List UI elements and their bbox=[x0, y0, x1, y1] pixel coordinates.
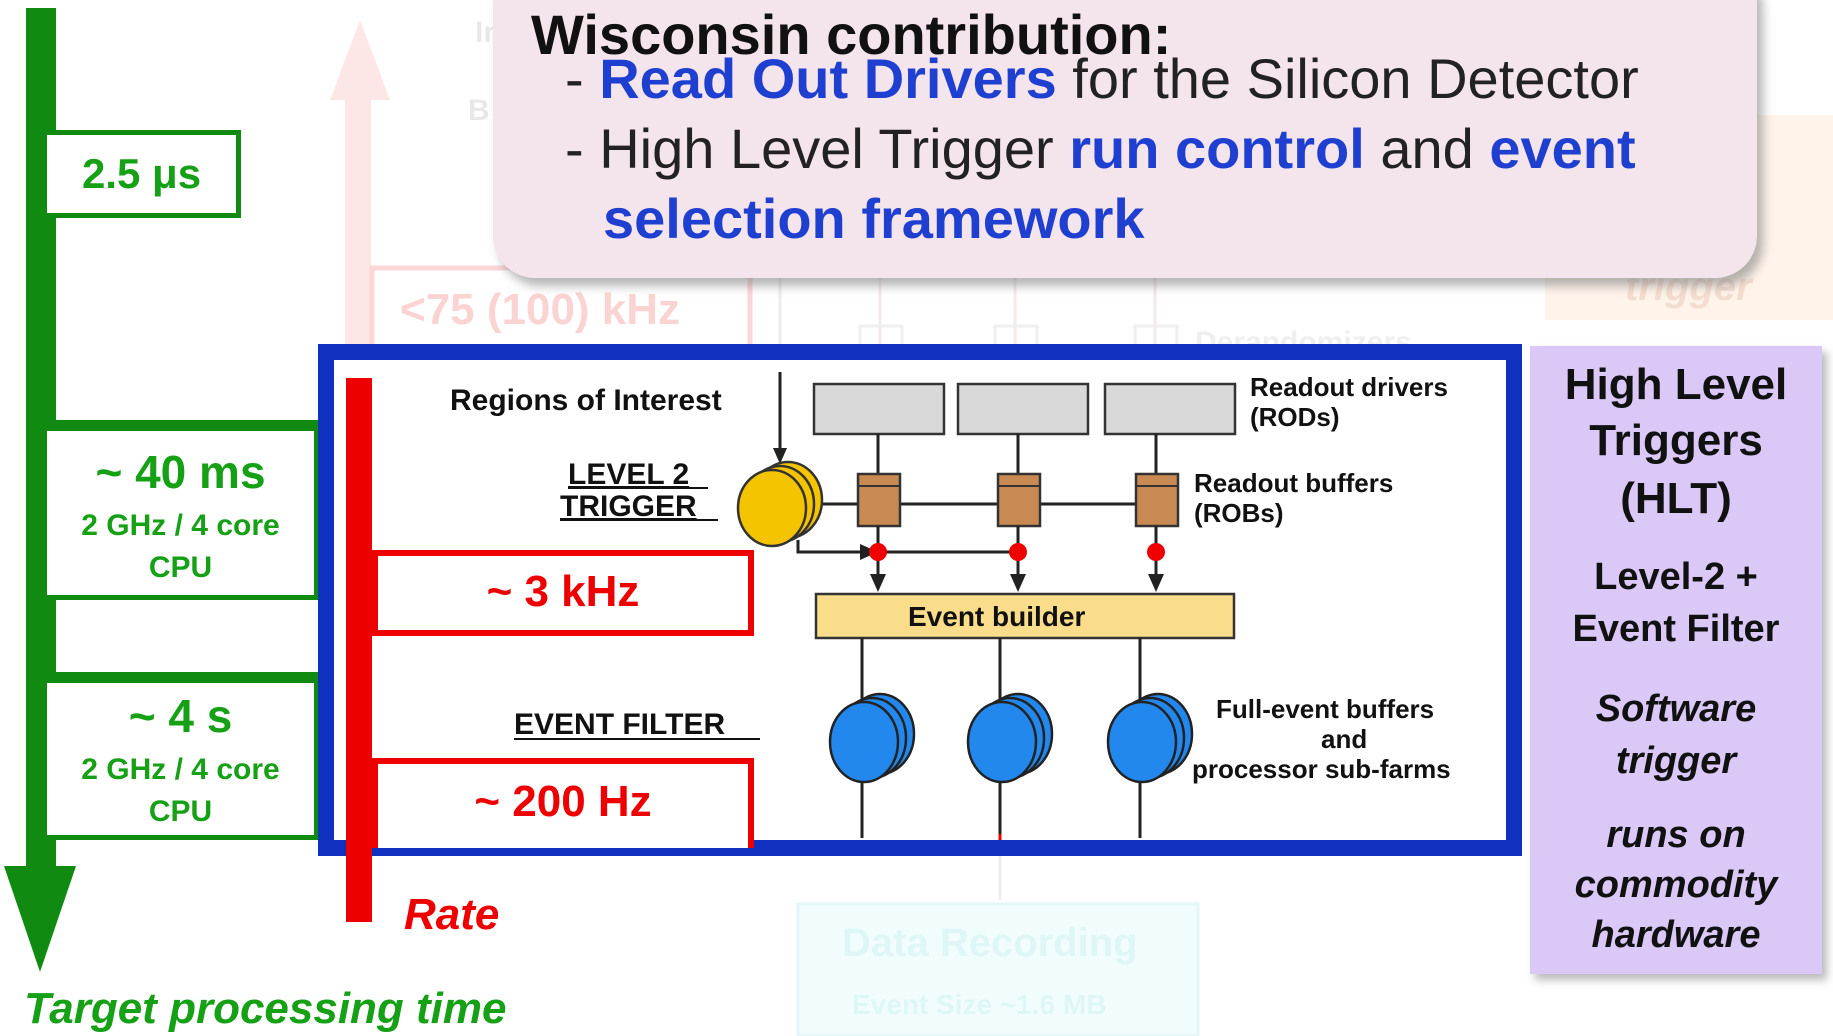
hlt-italic-4: commodity bbox=[1574, 864, 1778, 906]
processing-time-label: Target processing time bbox=[24, 984, 507, 1033]
rob-3 bbox=[1134, 472, 1180, 528]
green-connector-1 bbox=[56, 420, 326, 426]
ef-farm-1 bbox=[828, 692, 916, 784]
label-level2-line2: TRIGGER bbox=[560, 490, 697, 523]
callout-line-3: selection framework bbox=[603, 187, 1145, 250]
ef-farm-2 bbox=[966, 692, 1054, 784]
callout-title: Wisconsin contribution: bbox=[531, 3, 1172, 66]
hlt-sub-1: Level-2 + bbox=[1594, 556, 1758, 598]
rob-2 bbox=[996, 472, 1042, 528]
label-feb-3: processor sub-farms bbox=[1192, 754, 1451, 784]
label-robs-2: (ROBs) bbox=[1194, 498, 1284, 528]
rod-box-3 bbox=[1103, 382, 1237, 436]
label-event-builder: Event builder bbox=[908, 601, 1085, 632]
rob-1 bbox=[856, 472, 902, 528]
rate-box-l2: ~ 3 kHz bbox=[372, 550, 754, 636]
callout-box: Wisconsin contribution: - Read Out Drive… bbox=[493, 0, 1757, 278]
label-rods-2: (RODs) bbox=[1250, 402, 1340, 432]
hlt-italic-1: Software bbox=[1595, 688, 1757, 730]
hlt-sub-2: Event Filter bbox=[1572, 608, 1780, 650]
faded-data-recording-box bbox=[796, 902, 1200, 1036]
switch-dot-2 bbox=[1009, 543, 1027, 561]
faded-label-b: B bbox=[468, 94, 490, 127]
hlt-title-3: (HLT) bbox=[1620, 474, 1732, 523]
rod-box-2 bbox=[956, 382, 1090, 436]
ef-farm-3 bbox=[1106, 692, 1194, 784]
faded-arrow-shaft bbox=[345, 95, 371, 355]
rate-label: Rate bbox=[404, 890, 500, 939]
label-feb-2: and bbox=[1321, 724, 1367, 754]
label-robs-1: Readout buffers bbox=[1194, 468, 1393, 498]
faded-event-size: Event Size ~1.6 MB bbox=[852, 989, 1106, 1020]
label-regions-of-interest: Regions of Interest bbox=[450, 384, 722, 417]
time-box-l2: ~ 40 ms 2 GHz / 4 core CPU bbox=[42, 426, 319, 600]
event-builder-box bbox=[814, 592, 1236, 640]
switch-dot-1 bbox=[869, 543, 887, 561]
callout-line-1: - Read Out Drivers for the Silicon Detec… bbox=[565, 47, 1639, 110]
faded-data-recording: Data Recording bbox=[842, 921, 1138, 965]
rate-axis-bar bbox=[346, 378, 372, 922]
label-level2-line1: LEVEL 2 bbox=[568, 458, 689, 491]
hlt-info-panel: High Level Triggers (HLT) Level-2 + Even… bbox=[1530, 346, 1822, 974]
faded-l1-rate: <75 (100) kHz bbox=[400, 285, 680, 334]
callout-line-2: - High Level Trigger run control and eve… bbox=[565, 117, 1636, 180]
hlt-title-2: Triggers bbox=[1589, 416, 1763, 465]
label-event-filter: EVENT FILTER bbox=[514, 708, 725, 741]
rate-box-ef: ~ 200 Hz bbox=[372, 758, 754, 848]
hlt-title-1: High Level bbox=[1564, 360, 1788, 409]
time-box-l1: 2.5 μs bbox=[42, 130, 241, 218]
level2-processor-stack bbox=[736, 460, 824, 548]
time-box-ef: ~ 4 s 2 GHz / 4 core CPU bbox=[42, 678, 319, 840]
label-feb-1: Full-event buffers bbox=[1216, 694, 1434, 724]
faded-up-arrow bbox=[330, 20, 390, 100]
hlt-italic-2: trigger bbox=[1615, 740, 1737, 782]
trigger-dataflow-diagram: Regions of Interest LEVEL 2 TRIGGER EVEN… bbox=[450, 372, 1451, 840]
rod-box-1 bbox=[812, 382, 946, 436]
hlt-italic-3: runs on bbox=[1606, 814, 1746, 856]
green-connector-2 bbox=[56, 672, 326, 678]
switch-dot-3 bbox=[1147, 543, 1165, 561]
label-rods-1: Readout drivers bbox=[1250, 372, 1448, 402]
hlt-italic-5: hardware bbox=[1591, 914, 1761, 956]
